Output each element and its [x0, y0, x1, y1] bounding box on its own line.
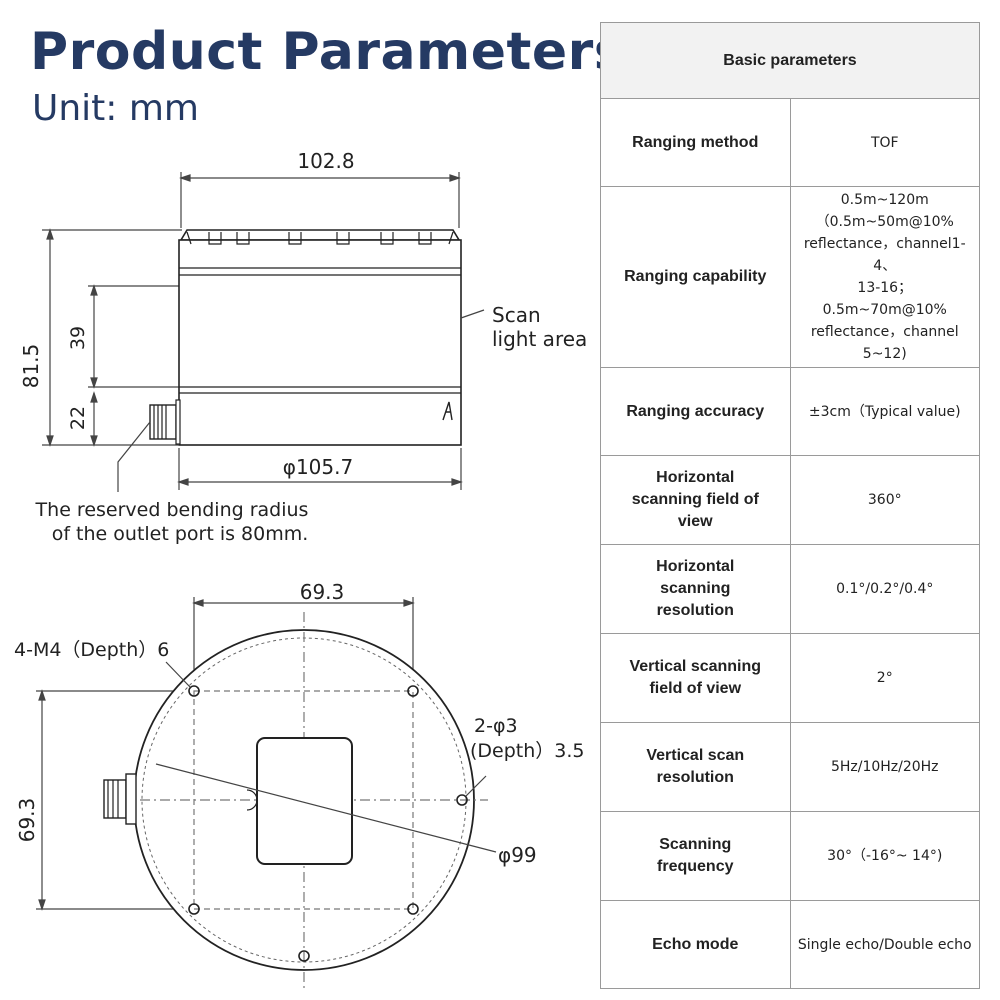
table-row: Horizontal scanning field of view 360°	[600, 455, 980, 545]
bottom-width-label: 69.3	[300, 580, 345, 604]
table-header: Basic parameters	[600, 22, 980, 99]
bend-note-line1: The reserved bending radius	[35, 499, 309, 521]
page-title: Product Parameters	[30, 22, 626, 82]
base-height-label: 22	[67, 406, 89, 430]
pin-hole-label-line2: (Depth）3.5	[470, 740, 585, 762]
key-line: Horizontal	[656, 558, 735, 575]
value-line: 5~12)	[862, 346, 907, 362]
side-diameter-label: φ105.7	[283, 455, 353, 479]
table-row: Vertical scan resolution 5Hz/10Hz/20Hz	[600, 722, 980, 812]
row-value: 360°	[789, 455, 980, 545]
parameters-table: Basic parameters Ranging method TOF Rang…	[600, 22, 980, 989]
key-line: Vertical scanning	[629, 658, 762, 675]
value-line: 13-16；0.5m~70m@10%	[822, 280, 947, 318]
row-value: TOF	[789, 98, 980, 187]
row-value: 5Hz/10Hz/20Hz	[789, 722, 980, 812]
side-height-label: 81.5	[19, 344, 43, 389]
table-row: Vertical scanning field of view 2°	[600, 633, 980, 723]
key-line: Scanning	[659, 836, 732, 853]
row-key: Vertical scanning field of view	[600, 633, 791, 723]
value-line: 0.5m~120m	[840, 192, 929, 208]
key-line: resolution	[656, 602, 734, 619]
row-value: Single echo/Double echo	[789, 900, 980, 989]
table-row: Ranging method TOF	[600, 98, 980, 187]
row-key: Vertical scan resolution	[600, 722, 791, 812]
row-value: 0.5m~120m （0.5m~50m@10% reflectance，chan…	[789, 186, 980, 368]
row-key: Horizontal scanning resolution	[600, 544, 791, 634]
pin-hole-label-line1: 2-φ3	[474, 715, 518, 737]
scan-height-label: 39	[67, 326, 89, 350]
scan-callout-line2: light area	[492, 327, 587, 351]
table-row: Scanning frequency 30°（-16°~ 14°)	[600, 811, 980, 901]
value-line: reflectance，channel	[810, 324, 959, 340]
scan-callout-line1: Scan	[492, 303, 541, 327]
bottom-height-label: 69.3	[15, 798, 39, 843]
bend-note-line2: of the outlet port is 80mm.	[52, 523, 309, 545]
table-header-row: Basic parameters	[600, 22, 980, 99]
technical-drawing: 102.8 81.5 39 22 φ105.7 Scan light area …	[14, 149, 587, 990]
unit-label: Unit: mm	[32, 88, 199, 129]
row-key: Ranging accuracy	[600, 367, 791, 456]
key-line: Vertical scan	[646, 747, 745, 764]
key-line: frequency	[657, 858, 734, 875]
side-width-label: 102.8	[297, 149, 354, 173]
screw-hole-label: 4-M4（Depth）6	[14, 639, 169, 661]
row-value: 0.1°/0.2°/0.4°	[789, 544, 980, 634]
row-key: Ranging method	[600, 98, 791, 187]
row-value: ±3cm（Typical value)	[789, 367, 980, 456]
table-row: Ranging capability 0.5m~120m （0.5m~50m@1…	[600, 186, 980, 368]
table-row: Horizontal scanning resolution 0.1°/0.2°…	[600, 544, 980, 634]
row-key: Scanning frequency	[600, 811, 791, 901]
value-line: reflectance，channel1-4、	[803, 236, 966, 274]
row-key: Echo mode	[600, 900, 791, 989]
key-line: scanning field of	[631, 491, 759, 508]
row-key: Ranging capability	[600, 186, 791, 368]
table-row: Echo mode Single echo/Double echo	[600, 900, 980, 989]
table-row: Ranging accuracy ±3cm（Typical value)	[600, 367, 980, 456]
bottom-diameter-label: φ99	[498, 843, 537, 867]
key-line: scanning	[660, 580, 731, 597]
value-line: （0.5m~50m@10%	[815, 214, 954, 230]
key-line: Horizontal	[656, 469, 735, 486]
row-key: Horizontal scanning field of view	[600, 455, 791, 545]
key-line: resolution	[656, 769, 734, 786]
key-line: field of view	[649, 680, 742, 697]
row-value: 2°	[789, 633, 980, 723]
key-line: view	[677, 513, 713, 530]
row-value: 30°（-16°~ 14°)	[789, 811, 980, 901]
